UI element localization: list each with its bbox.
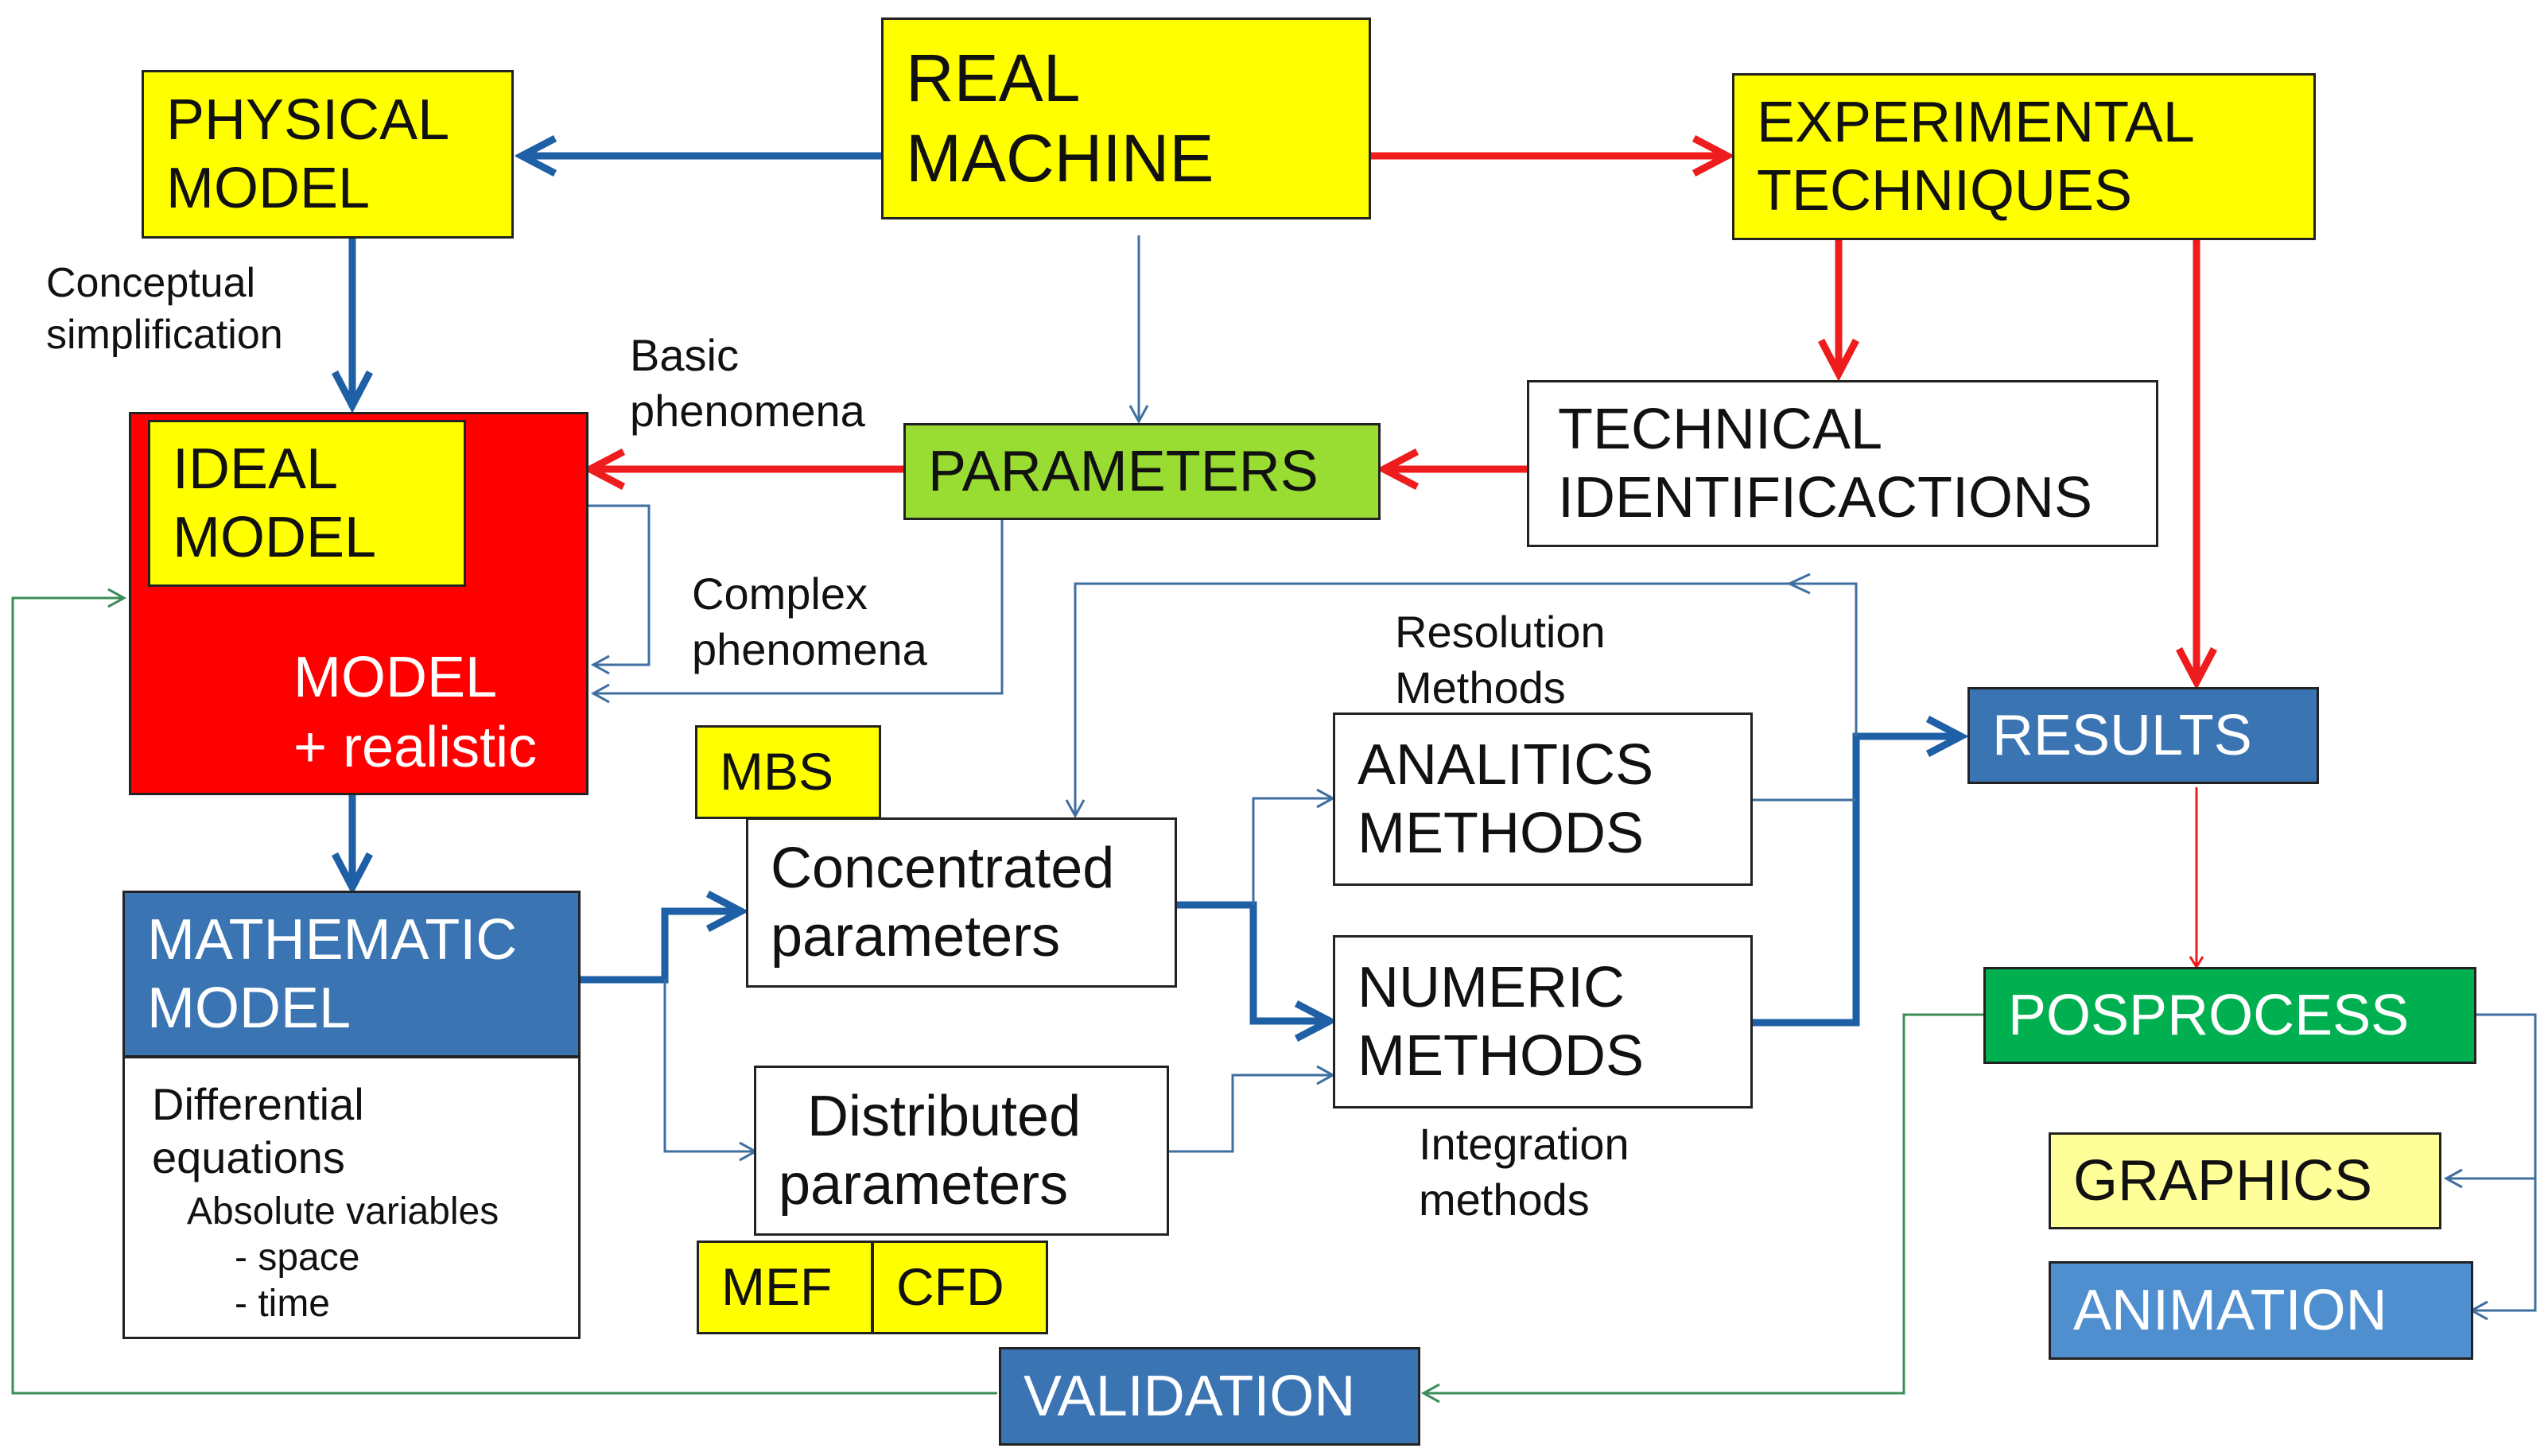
concentrated-line-2: parameters xyxy=(771,905,1061,969)
node-animation: ANIMATION xyxy=(2049,1261,2473,1360)
parameters-label: PARAMETERS xyxy=(928,439,1319,503)
arrow-validation-to-model xyxy=(11,588,997,1395)
node-concentrated-parameters: Concentrated parameters xyxy=(746,817,1177,988)
complex-line-1: Complex xyxy=(692,569,868,619)
arrow-methods-to-results xyxy=(1753,736,1961,1027)
node-graphics: GRAPHICS xyxy=(2049,1132,2441,1229)
node-experimental-techniques: EXPERIMENTAL TECHNIQUES xyxy=(1732,73,2316,240)
results-label: RESULTS xyxy=(1992,703,2252,767)
arrow-math-to-concentrated xyxy=(581,911,741,984)
analitics-line-1: ANALITICS xyxy=(1358,732,1654,797)
node-posprocess: POSPROCESS xyxy=(1983,967,2476,1064)
node-validation: VALIDATION xyxy=(999,1347,1420,1446)
arrow-concentrated-to-analitics xyxy=(1252,788,1336,905)
arrow-math-to-distributed xyxy=(663,980,759,1162)
arrow-parameters-complex xyxy=(590,518,1004,704)
distributed-line-1: Distributed xyxy=(807,1084,1082,1148)
model-realistic-line-1: MODEL xyxy=(293,646,498,709)
mef-label: MEF xyxy=(721,1257,833,1317)
node-parameters: PARAMETERS xyxy=(903,423,1381,520)
technical-line-1: TECHNICAL xyxy=(1558,397,1883,461)
math-variables-line-2: - space xyxy=(235,1236,360,1279)
arrow-posprocess-to-validation xyxy=(1420,1013,1983,1404)
node-math-details: Differential equations Absolute variable… xyxy=(122,1056,581,1339)
resolution-line-2: Methods xyxy=(1395,662,1566,712)
node-physical-model: PHYSICAL MODEL xyxy=(142,70,514,239)
cfd-label: CFD xyxy=(896,1257,1004,1317)
physical-model-line-2: MODEL xyxy=(166,157,371,220)
conceptual-line-2: simplification xyxy=(46,312,283,358)
arrow-posprocess-to-graphics xyxy=(2443,1013,2537,1189)
node-cfd: CFD xyxy=(872,1241,1048,1334)
ideal-model-line-2: MODEL xyxy=(173,506,377,569)
node-ideal-model: IDEAL MODEL xyxy=(148,420,466,587)
node-results: RESULTS xyxy=(1967,687,2319,784)
annotation-resolution-methods: Resolution Methods xyxy=(1395,604,1606,716)
math-details-line-1: Differential xyxy=(152,1079,364,1129)
model-realistic-line-2: + realistic xyxy=(293,716,538,779)
basic-line-2: phenomena xyxy=(630,386,865,436)
distributed-line-2: parameters xyxy=(779,1153,1069,1217)
mathematic-line-2: MODEL xyxy=(147,976,352,1040)
ideal-model-line-1: IDEAL xyxy=(173,437,339,501)
arrow-concentrated-to-numeric xyxy=(1177,901,1330,1021)
concentrated-line-1: Concentrated xyxy=(771,836,1115,900)
graphics-label: GRAPHICS xyxy=(2073,1148,2373,1213)
arrow-feedback-concentrated xyxy=(1065,582,1858,819)
basic-line-1: Basic xyxy=(630,330,739,380)
node-mef: MEF xyxy=(697,1241,873,1334)
numeric-line-1: NUMERIC xyxy=(1358,955,1625,1019)
node-numeric-methods: NUMERIC METHODS xyxy=(1333,935,1753,1109)
experimental-line-1: EXPERIMENTAL xyxy=(1757,90,2195,154)
conceptual-line-1: Conceptual xyxy=(46,260,256,306)
mbs-label: MBS xyxy=(720,742,834,802)
arrow-distributed-to-numeric xyxy=(1169,1065,1336,1153)
annotation-basic-phenomena: Basic phenomena xyxy=(630,328,865,439)
real-machine-line-1: REAL xyxy=(906,41,1081,116)
math-variables-line-3: - time xyxy=(235,1282,330,1325)
technical-line-2: IDENTIFICACTIONS xyxy=(1558,466,2093,530)
posprocess-label: POSPROCESS xyxy=(2008,983,2410,1047)
physical-model-line-1: PHYSICAL xyxy=(166,87,450,152)
integration-line-1: Integration xyxy=(1419,1119,1629,1169)
node-technical-identifications: TECHNICAL IDENTIFICACTIONS xyxy=(1527,380,2158,547)
validation-label: VALIDATION xyxy=(1023,1364,1356,1428)
node-real-machine: REAL MACHINE xyxy=(881,17,1371,219)
math-variables-line-1: Absolute variables xyxy=(187,1190,499,1233)
math-details-line-2: equations xyxy=(152,1132,345,1183)
node-distributed-parameters: Distributed parameters xyxy=(754,1066,1169,1236)
node-mbs: MBS xyxy=(695,725,881,819)
annotation-conceptual-simplification: Conceptual simplification xyxy=(46,258,283,361)
animation-label: ANIMATION xyxy=(2073,1278,2387,1342)
experimental-line-2: TECHNIQUES xyxy=(1757,159,2133,223)
complex-line-2: phenomena xyxy=(692,624,927,674)
numeric-line-2: METHODS xyxy=(1358,1024,1644,1088)
node-mathematic-model: MATHEMATIC MODEL xyxy=(122,891,581,1058)
arrow-posprocess-to-animation xyxy=(2468,1178,2537,1321)
mathematic-line-1: MATHEMATIC xyxy=(147,907,518,972)
arrowhead-feedback-top xyxy=(1786,573,1811,595)
resolution-line-1: Resolution xyxy=(1395,607,1606,657)
node-analitics-methods: ANALITICS METHODS xyxy=(1333,712,1753,886)
annotation-integration-methods: Integration methods xyxy=(1419,1116,1629,1228)
analitics-line-2: METHODS xyxy=(1358,802,1644,865)
annotation-complex-phenomena: Complex phenomena xyxy=(692,566,927,678)
real-machine-line-2: MACHINE xyxy=(906,121,1214,196)
integration-line-2: methods xyxy=(1419,1175,1590,1225)
